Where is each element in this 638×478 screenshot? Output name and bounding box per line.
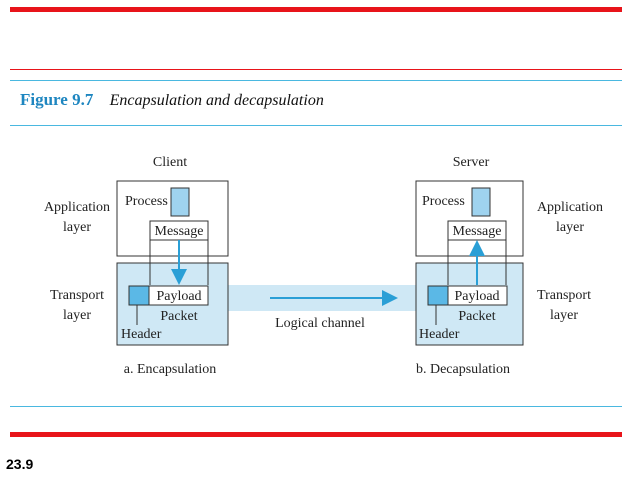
client-process-icon (170, 187, 190, 217)
server-process-label: Process (422, 194, 465, 209)
client-title: Client (153, 155, 187, 170)
client-process-label: Process (125, 194, 168, 209)
figure-number: Figure 9.7 (20, 90, 94, 109)
figure-caption: Encapsulation and decapsulation (109, 92, 324, 109)
server-payload-label: Payload (454, 289, 499, 304)
server-process-icon (471, 187, 491, 217)
server-transport-layer-label-2: layer (550, 308, 578, 323)
client-transport-layer-label-2: layer (63, 308, 91, 323)
client-packet-label: Packet (160, 309, 197, 324)
server-header-cell (427, 285, 449, 306)
server-payload-box (447, 285, 508, 306)
client-transport-layer-label-1: Transport (50, 288, 104, 303)
blue-rule-mid (10, 125, 622, 126)
blue-rule-top (10, 80, 622, 81)
slide-number: 23.9 (6, 456, 34, 472)
client-header-cell (128, 285, 150, 306)
server-title: Server (453, 155, 490, 170)
logical-channel-label: Logical channel (275, 316, 365, 331)
client-application-box (116, 180, 229, 257)
red-thin-rule (10, 69, 622, 70)
client-message-label: Message (155, 224, 204, 239)
server-app-layer-label-2: layer (556, 220, 584, 235)
server-app-layer-label-1: Application (537, 200, 603, 215)
server-application-box (415, 180, 524, 257)
server-transport-layer-label-1: Transport (537, 288, 591, 303)
server-sublabel: b. Decapsulation (416, 362, 510, 377)
client-app-layer-label-2: layer (63, 220, 91, 235)
top-red-rule (10, 7, 622, 12)
figure-title: Figure 9.7 Encapsulation and decapsulati… (20, 90, 324, 110)
blue-rule-bottom (10, 406, 622, 407)
client-payload-box (148, 285, 209, 306)
client-sublabel: a. Encapsulation (124, 362, 217, 377)
client-app-layer-label-1: Application (44, 200, 110, 215)
server-packet-label: Packet (458, 309, 495, 324)
server-message-label: Message (453, 224, 502, 239)
server-header-label: Header (419, 327, 460, 342)
client-header-label: Header (121, 327, 162, 342)
bottom-red-rule (10, 432, 622, 437)
client-payload-label: Payload (156, 289, 201, 304)
